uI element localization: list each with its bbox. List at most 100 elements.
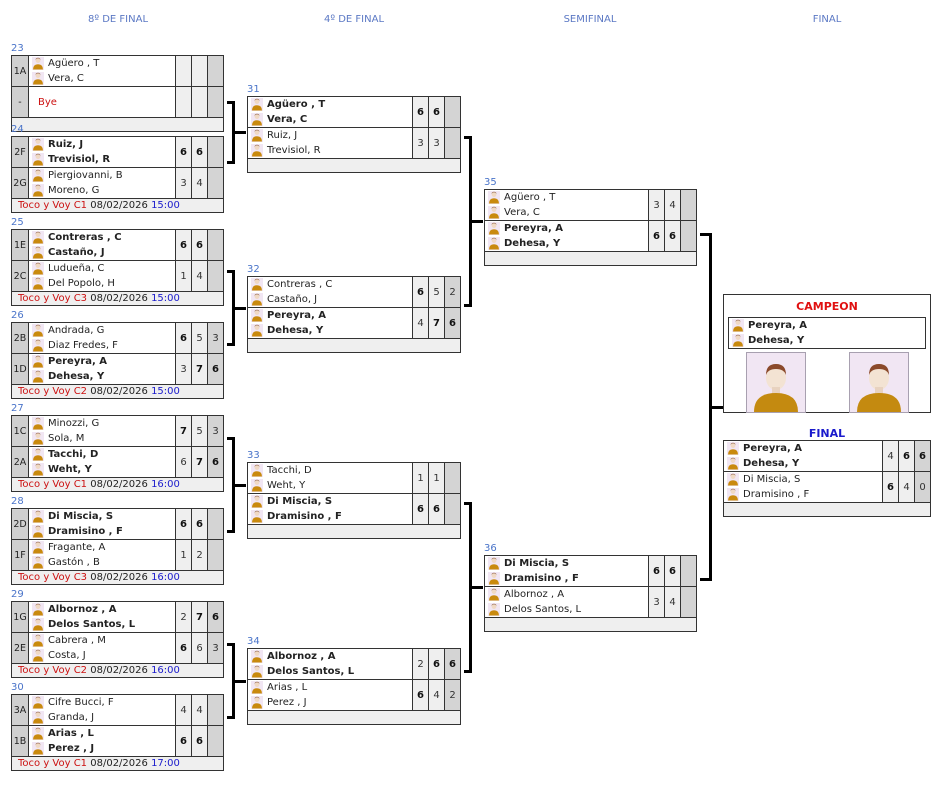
set-score: 1 [175,261,191,291]
person-icon [32,324,44,337]
bracket-connector [700,578,712,581]
player-name: Dramisino , F [251,509,412,524]
set-score [680,587,696,617]
player-name: Dramisino , F [488,571,648,586]
set-score: 4 [664,587,680,617]
person-icon [727,457,739,470]
person-icon [727,488,739,501]
match-date: 08/02/2026 [90,665,148,676]
match-number: 34 [247,636,260,647]
bracket-connector [227,437,235,440]
player-name: Di Miscia, S [488,556,648,571]
person-icon [32,355,44,368]
bye-label: Bye [38,96,57,108]
player-name: Tacchi, D [32,447,175,462]
player-name: Di Miscia, S [251,494,412,509]
match-info [724,503,930,516]
set-score [680,221,696,251]
person-icon [32,649,44,662]
player-name: Delos Santos, L [32,617,175,632]
set-score [207,56,223,86]
set-score [444,463,460,493]
seed-label: 1C [12,416,29,446]
set-score: 6 [648,221,664,251]
team-row: -Bye [12,87,223,118]
set-score [207,168,223,198]
set-score: 3 [648,587,664,617]
set-score: 7 [191,354,207,384]
seed-label: 2E [12,633,29,663]
set-score: 6 [175,447,191,477]
player-name: Dramisino , F [32,524,175,539]
person-icon [251,98,263,111]
set-score [444,128,460,158]
person-icon [251,681,263,694]
seed-label: 2C [12,261,29,291]
set-score: 3 [207,633,223,663]
set-score: 6 [175,509,191,539]
seed-label: 1B [12,726,29,756]
match-date: 08/02/2026 [90,200,148,211]
set-score: 6 [898,441,914,471]
bracket-connector [232,270,235,346]
player-name: Vera, C [488,205,648,220]
match-time: 15:00 [151,293,180,304]
player-name: Perez , J [251,695,412,710]
player-avatar-icon [848,352,909,413]
person-icon [727,473,739,486]
match-time: 15:00 [151,386,180,397]
set-score [207,230,223,260]
match-time: 16:00 [151,479,180,490]
set-score: 6 [882,472,898,502]
person-icon [32,153,44,166]
person-icon [32,727,44,740]
set-score: 2 [175,602,191,632]
set-score: 6 [207,354,223,384]
set-score: 6 [428,494,444,524]
court-label: Toco y Voy C1 [18,479,88,490]
bracket-connector [227,716,235,719]
set-score [175,56,191,86]
set-score: 1 [428,463,444,493]
person-icon [32,696,44,709]
set-score: 4 [175,695,191,725]
set-score [680,190,696,220]
set-score: 6 [207,447,223,477]
set-score: 2 [412,649,428,679]
player-name: Delos Santos, L [251,664,412,679]
match-number: 29 [11,589,24,600]
set-score: 0 [914,472,930,502]
player-name: Pereyra, A [32,354,175,369]
